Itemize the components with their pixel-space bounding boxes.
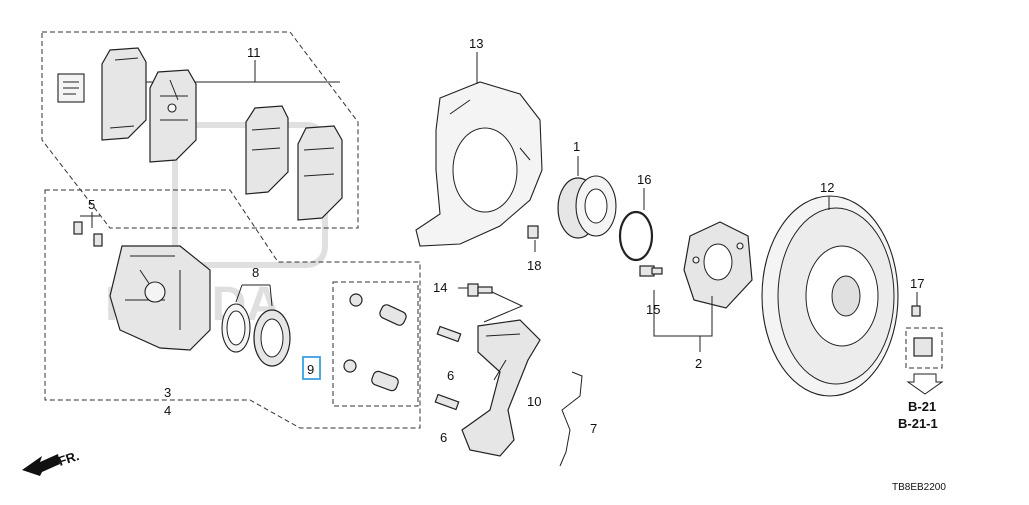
caliper-body [109, 245, 211, 351]
nut-detail-box [905, 327, 943, 369]
callout-10: 10 [527, 394, 541, 409]
splash-guard [415, 81, 543, 247]
front-direction-label: FR. [56, 448, 81, 469]
reference-b21[interactable]: B-21 [908, 399, 936, 414]
callout-2: 2 [695, 356, 702, 371]
callout-8: 8 [252, 265, 259, 280]
callout-6b: 6 [440, 430, 447, 445]
caliper-group-outline [44, 189, 421, 429]
grease-packet [57, 73, 85, 103]
callout-9: 9 [307, 362, 314, 377]
callout-18: 18 [527, 258, 541, 273]
bracket-bolt [467, 283, 493, 297]
callout-12: 12 [820, 180, 834, 195]
callout-15: 15 [646, 302, 660, 317]
brake-pad-shim-a [245, 105, 289, 195]
pad-spring [559, 371, 583, 467]
piston-seal-set [221, 303, 291, 367]
callout-13: 13 [469, 36, 483, 51]
reference-arrow [906, 373, 944, 395]
highlight-box-9 [302, 356, 321, 380]
hub-bearing [557, 175, 617, 239]
guide-pins [434, 325, 462, 411]
hub-nut [913, 337, 933, 357]
callout-17: 17 [910, 276, 924, 291]
callout-4: 4 [164, 403, 171, 418]
callout-5: 5 [88, 197, 95, 212]
callout-6a: 6 [447, 368, 454, 383]
splash-bolt [527, 225, 539, 239]
diagram-code: TB8EB2200 [892, 482, 946, 493]
disc-screw [911, 305, 921, 317]
bleeder-bolt [73, 221, 103, 247]
caliper-bracket [461, 319, 541, 457]
callout-14: 14 [433, 280, 447, 295]
callout-16: 16 [637, 172, 651, 187]
hub-bolt [639, 265, 663, 277]
callout-7: 7 [590, 421, 597, 436]
brake-pad-outer [101, 47, 147, 141]
brake-pad-inner [149, 69, 197, 163]
pad-kit-group-outline [41, 31, 359, 229]
callout-11: 11 [247, 45, 261, 60]
brake-disc [761, 195, 899, 397]
callout-3: 3 [164, 385, 171, 400]
reference-b21-1[interactable]: B-21-1 [898, 416, 938, 431]
wheel-hub [683, 221, 753, 309]
snap-ring [618, 210, 654, 262]
front-direction-arrow [22, 454, 60, 476]
pin-boot-kit-box [332, 281, 419, 407]
callout-1: 1 [573, 139, 580, 154]
pin-boots [343, 293, 407, 392]
brake-pad-shim-b [297, 125, 343, 221]
